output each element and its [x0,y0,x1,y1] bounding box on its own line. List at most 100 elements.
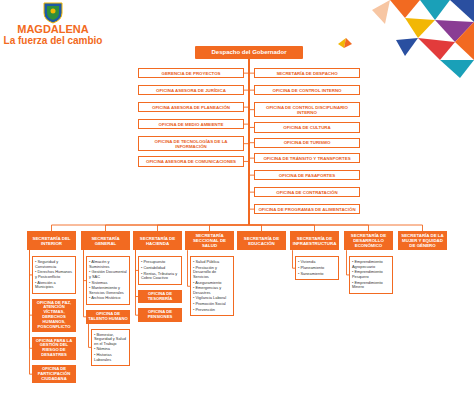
org-connector [249,59,423,231]
box-label: SECRETARÍA DE DESARROLLO ECONÓMICO [346,233,391,248]
sec-box: SECRETARÍA DE EDUCACIÓN [237,231,286,250]
box-label: OFICINA DE PAZ, ATENCIÓN VÍCTIMAS, DEREC… [34,301,74,330]
head-box: Despacho del Gobernador [195,46,303,59]
box-label: OFICINA DE TURISMO [257,140,357,145]
shield-logo [44,3,62,23]
list-item: • Prevención [193,308,231,312]
list-item: • Aseguramiento [193,281,231,285]
list-item: • Saneamiento [298,272,336,276]
sub-box: OFICINA DE TALENTO HUMANO [86,310,130,324]
list-box: • Presupuesto • Contabilidad • Rentas, Tri… [138,256,182,285]
org-connector [244,59,249,144]
staff-box: OFICINA DE CONTRATACIÓN [254,187,360,197]
box-label: OFICINA DE TRÁNSITO Y TRANSPORTES [257,156,357,161]
box-label: OFICINA DE PROGRAMAS DE ALIMENTACIÓN [257,207,357,212]
sub-box: OFICINA DE PAZ, ATENCIÓN VÍCTIMAS, DEREC… [32,299,76,332]
box-label: OFICINA DE MEDIO AMBIENTE [141,122,241,127]
sub-box: OFICINA DE PARTICIPACIÓN CIUDADANA [32,365,76,383]
box-label: Despacho del Gobernador [198,49,300,56]
list-item: • Planeamiento [298,266,336,270]
list-item: • Sistemas [89,281,127,285]
sec-box: SECRETARÍA DE HACIENDA [133,231,182,250]
sec-box: SECRETARÍA GENERAL [81,231,130,250]
staff-box: OFICINA DE TRÁNSITO Y TRANSPORTES [254,153,360,163]
sec-box: SECRETARÍA DE LA MUJER Y EQUIDAD DE GÉNE… [398,231,447,250]
box-label: OFICINA DE TECNOLOGÍAS DE LA INFORMACIÓN [141,139,241,149]
staff-box: OFICINA DE TURISMO [254,138,360,148]
sec-box: SECRETARÍA DE INFRAESTRUCTURA [290,231,339,250]
list-item: • Nómina [94,347,127,351]
list-box: • Emprendimiento Agropecuario• Emprendim… [349,256,393,293]
list-item: • Mantenimiento y Servicios Generales [89,286,127,295]
org-connector [244,59,249,162]
brand-slogan: La fuerza del cambio [1,35,105,46]
staff-box: OFICINA ASESORA DE PLANEACIÓN [138,102,244,112]
staff-box: OFICINA DE PASAPORTES [254,170,360,180]
box-label: SECRETARÍA DE DESPACHO [257,71,357,76]
staff-box: OFICINA DE MEDIO AMBIENTE [138,119,244,129]
butterfly-symbol [338,38,352,48]
box-label: OFICINA DE PASAPORTES [257,173,357,178]
list-box: • Seguridad y Convivencia• Derechos Huma… [32,256,76,293]
sec-box: SECRETARÍA DE DESARROLLO ECONÓMICO [344,231,393,250]
brand-name: MAGDALENA [1,23,105,35]
org-connector [244,59,249,124]
staff-box: OFICINA DE CONTROL INTERNO [254,85,360,95]
org-connector [244,59,249,90]
box-label: OFICINA ASESORA DE JURÍDICA [141,88,241,93]
org-connector [244,59,249,107]
box-label: OFICINA DE CULTURA [257,125,357,130]
box-label: OFICINA DE PARTICIPACIÓN CIUDADANA [34,367,74,381]
org-connector [52,59,250,231]
list-item: • Rentas, Tributaria y Cobro Coactivo [141,272,179,281]
box-label: OFICINA DE CONTROL INTERNO [257,88,357,93]
staff-box: OFICINA DE PROGRAMAS DE ALIMENTACIÓN [254,204,360,214]
list-item: • Derechos Humanos y Postconflicto [35,270,73,279]
box-label: OFICINA DE TESORERÍA [140,292,180,302]
list-item: • Presupuesto [141,260,179,264]
box-label: OFICINA DE CONTROL DISCIPLINARIO INTERNO [257,105,357,115]
box-label: SECRETARÍA DEL INTERIOR [29,236,74,246]
list-item: • Promoción Social [193,302,231,306]
list-item: • Almacén y Suministros [89,260,127,269]
box-label: OFICINA DE CONTRATACIÓN [257,190,357,195]
box-label: OFICINA DE PENSIONES [140,310,180,320]
box-label: SECRETARÍA SECCIONAL DE SALUD [187,233,232,248]
staff-box: OFICINA ASESORA DE COMUNICACIONES [138,156,244,166]
list-item: • Atención a Municipios [35,281,73,290]
box-label: OFICINA ASESORA DE PLANEACIÓN [141,105,241,110]
list-box: • Vivienda • Planeamiento • Saneamiento [295,256,339,280]
list-item: • Archivo Histórico [89,296,127,300]
list-item: • Contabilidad [141,266,179,270]
box-label: SECRETARÍA DE LA MUJER Y EQUIDAD DE GÉNE… [400,233,445,248]
list-item: • Seguridad y Convivencia [35,260,73,269]
box-label: OFICINA PARA LA GESTIÓN DEL RIESGO DE DE… [34,339,74,358]
sub-box: OFICINA PARA LA GESTIÓN DEL RIESGO DE DE… [32,337,76,360]
box-label: SECRETARÍA DE HACIENDA [135,236,180,246]
list-item: • Emprendimiento Minero [352,281,390,290]
list-item: • Emprendimiento Agropecuario [352,260,390,269]
org-connector [106,59,250,231]
list-box: • Almacén y Suministros• Gestión Documen… [86,256,130,305]
staff-box: SECRETARÍA DE DESPACHO [254,68,360,78]
sec-box: SECRETARÍA SECCIONAL DE SALUD [185,231,234,250]
list-item: • Historias Laborales [94,353,127,362]
list-item: • Emprendimiento Pesquero [352,270,390,279]
org-connector [249,59,369,231]
list-item: • Vivienda [298,260,336,264]
staff-box: OFICINA ASESORA DE JURÍDICA [138,85,244,95]
staff-box: OFICINA DE CULTURA [254,122,360,132]
list-item: • Emergencias y Desastres [193,286,231,295]
list-box: • Salud Pública• Prestación y Desarrollo… [190,256,234,316]
corner-triangles [372,0,474,78]
box-label: OFICINA DE TALENTO HUMANO [88,312,128,322]
staff-box: GERENCIA DE PROYECTOS [138,68,244,78]
staff-box: OFICINA DE CONTROL DISCIPLINARIO INTERNO [254,102,360,117]
box-label: SECRETARÍA GENERAL [83,236,128,246]
list-item: • Bienestar, Seguridad y Salud en el Tra… [94,333,127,346]
list-item: • Prestación y Desarrollo de Servicios [193,266,231,279]
box-label: OFICINA ASESORA DE COMUNICACIONES [141,159,241,164]
staff-box: OFICINA DE TECNOLOGÍAS DE LA INFORMACIÓN [138,136,244,151]
sub-box: OFICINA DE TESORERÍA [138,290,182,304]
